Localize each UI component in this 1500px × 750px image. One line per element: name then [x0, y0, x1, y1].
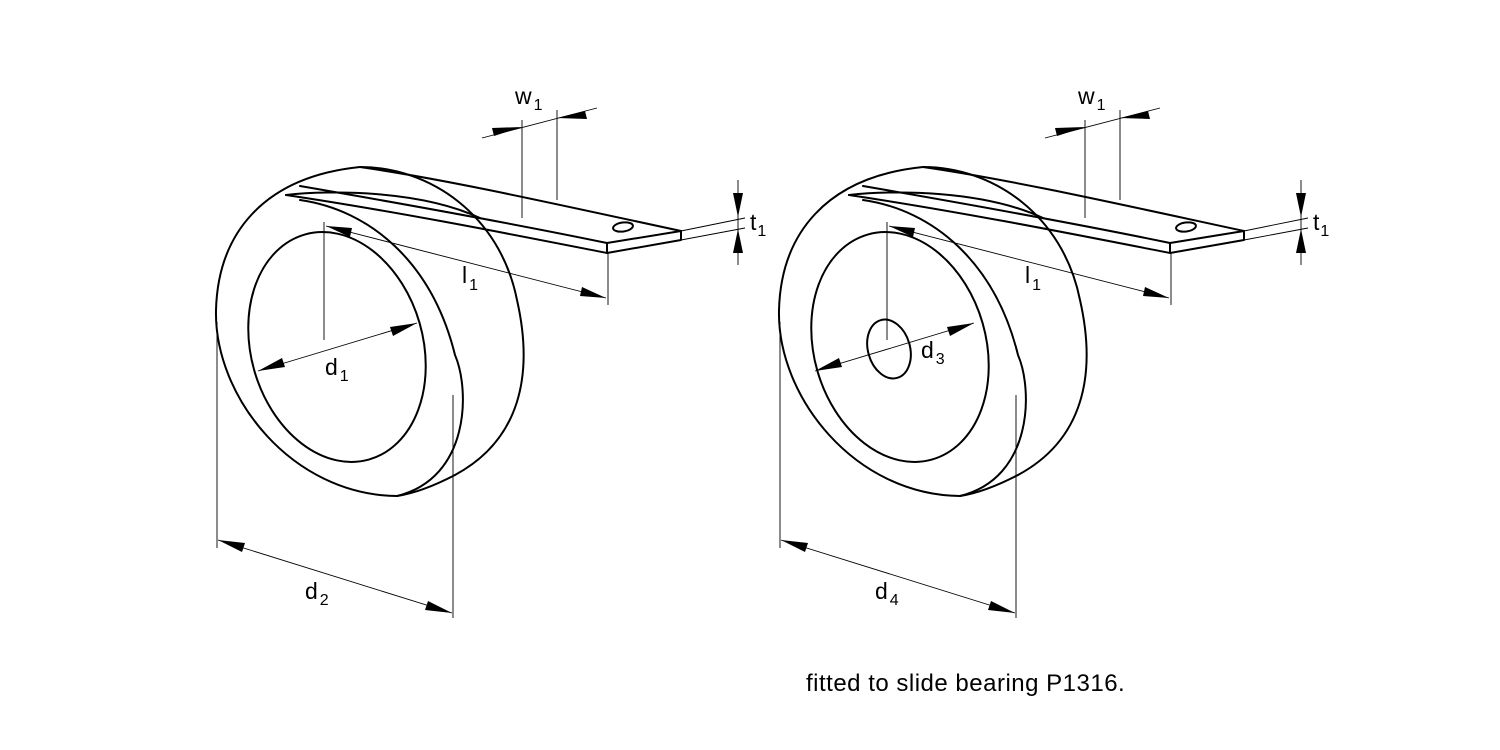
strip-bottom-edge — [862, 185, 1171, 244]
strip-top-edge — [359, 166, 682, 232]
label-t1: t1 — [1313, 209, 1329, 240]
dimension-t1: t1 — [680, 180, 766, 265]
coil-outer-outline — [777, 166, 961, 497]
coil-back-edge — [359, 166, 525, 476]
dimension-t1: t1 — [1243, 180, 1329, 265]
strip-top-edge — [922, 166, 1245, 232]
figure-caption: fitted to slide bearing P1316. — [806, 670, 1126, 697]
coil-inner-bore — [247, 231, 427, 463]
coil-front-rim — [299, 199, 464, 497]
coil-front-rim — [862, 199, 1027, 497]
coil-inner-bore — [810, 231, 990, 463]
strip-underside — [848, 194, 1171, 254]
strip-mounting-hole — [612, 221, 634, 233]
strip-bottom-edge — [299, 185, 608, 244]
strip-end — [606, 230, 682, 254]
coil-outer-outline — [214, 166, 398, 497]
strip-mounting-hole — [1175, 221, 1197, 233]
label-t1: t1 — [750, 209, 766, 240]
strip-end — [1169, 230, 1245, 254]
coil-first-wrap — [285, 191, 481, 219]
coil-back-edge — [922, 166, 1088, 476]
strip-underside — [285, 194, 608, 254]
coil-first-wrap — [848, 191, 1044, 219]
